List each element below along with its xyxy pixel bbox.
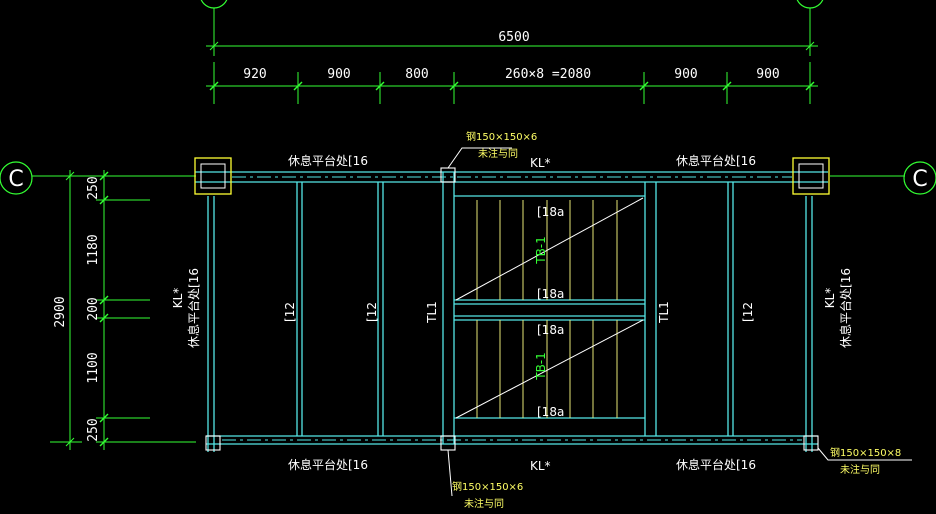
beam-centerlines xyxy=(222,176,802,441)
stair-flight-diagonals xyxy=(455,197,644,419)
label-platform-bottom-left: 休息平台处[16 xyxy=(288,457,368,472)
label-channel-18a-2: [18a xyxy=(537,287,564,301)
label-side-left: 休息平台处[16 xyxy=(186,268,201,348)
note-right-1: 钢150×150×8 xyxy=(830,446,901,459)
dim-left-2: 1180 xyxy=(86,234,101,265)
note-top-2: 未注与同 xyxy=(478,147,518,160)
label-tl1-right: TL1 xyxy=(657,301,671,324)
dim-top-2: 900 xyxy=(327,67,350,82)
label-beam-12c: [12 xyxy=(741,302,755,322)
label-kl-top: KL* xyxy=(530,156,551,170)
label-channel-18a-3: [18a xyxy=(537,323,564,337)
dim-left-5: 250 xyxy=(86,418,101,441)
dim-top-1: 920 xyxy=(243,67,266,82)
note-bottom-2: 未注与同 xyxy=(464,497,504,510)
beam-frame xyxy=(195,171,828,452)
label-side-right: 休息平台处[16 xyxy=(838,268,853,348)
label-platform-bottom-right: 休息平台处[16 xyxy=(676,457,756,472)
post-bottom-right xyxy=(803,435,819,451)
label-kl-bottom: KL* xyxy=(530,459,551,473)
axis-bubble-left xyxy=(0,161,33,195)
axis-bubble-top-left xyxy=(200,0,228,9)
dim-top-5: 900 xyxy=(674,67,697,82)
label-tb1-lower: TB-1 xyxy=(534,352,548,381)
label-channel-18a-4: [18a xyxy=(537,405,564,419)
stair-treads-upper xyxy=(476,200,618,300)
dim-top-3: 800 xyxy=(405,67,428,82)
dim-overall-width: 6500 xyxy=(498,30,529,45)
dim-left-3: 200 xyxy=(86,297,101,320)
leader-lines xyxy=(447,147,912,497)
dim-top-6: 900 xyxy=(756,67,779,82)
dim-left-overall: 2900 xyxy=(53,296,68,327)
column-top-right xyxy=(792,157,830,195)
label-platform-top-left: 休息平台处[16 xyxy=(288,153,368,168)
left-dimensions xyxy=(50,170,196,450)
axis-bubble-right xyxy=(903,161,936,195)
label-kl-right: KL* xyxy=(823,288,837,309)
post-bottom-left xyxy=(205,435,221,451)
label-channel-18a-1: [18a xyxy=(537,205,564,219)
dim-left-1: 250 xyxy=(86,176,101,199)
label-tb1-upper: TB-1 xyxy=(534,236,548,265)
columns xyxy=(194,157,830,451)
note-bottom-1: 钢150×150×6 xyxy=(452,480,523,493)
column-top-left-inner xyxy=(200,163,226,189)
note-right-2: 未注与同 xyxy=(840,463,880,476)
column-top-left xyxy=(194,157,232,195)
top-dimensions xyxy=(206,8,818,104)
stair-treads-lower xyxy=(476,320,618,418)
note-top-1: 钢150×150×6 xyxy=(466,130,537,143)
label-tl1-left: TL1 xyxy=(425,301,439,324)
axis-bubble-top-right xyxy=(796,0,824,9)
label-beam-12b: [12 xyxy=(365,302,379,322)
axis-label-left: C xyxy=(8,167,23,192)
column-top-right-inner xyxy=(798,163,824,189)
dim-left-4: 1100 xyxy=(86,352,101,383)
axis-label-right: C xyxy=(912,167,927,192)
label-kl-left: KL* xyxy=(171,288,185,309)
dim-top-4: 260×8 =2080 xyxy=(505,67,591,82)
label-platform-top-right: 休息平台处[16 xyxy=(676,153,756,168)
label-beam-12a: [12 xyxy=(283,302,297,322)
